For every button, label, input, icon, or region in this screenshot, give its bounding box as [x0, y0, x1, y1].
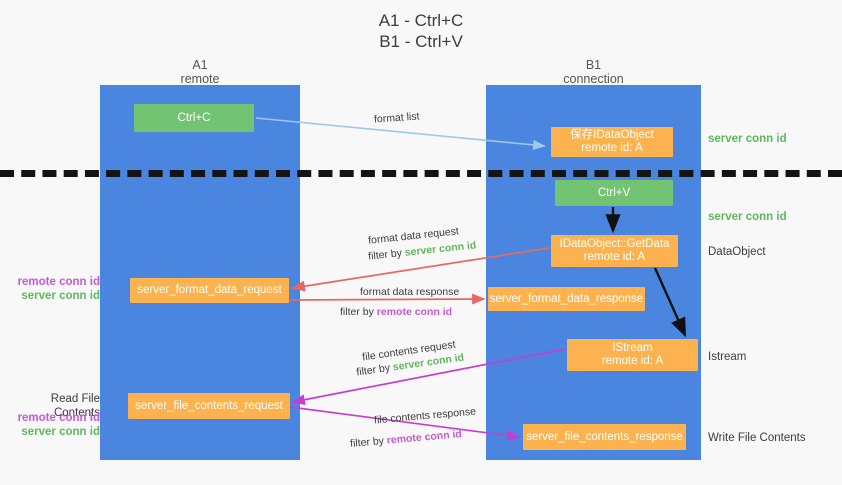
label-istream: Istream — [708, 351, 747, 363]
box-server-file-contents-request[interactable]: server_file_contents_request — [128, 393, 290, 419]
filter-prefix: filter by — [349, 434, 388, 450]
box-istream[interactable]: IStream remote id: A — [567, 339, 698, 371]
label-write-file-contents: Write File Contents — [708, 432, 806, 444]
filter-prefix: filter by — [355, 361, 394, 379]
caption-format-data-response-filter: filter by remote conn id — [340, 305, 452, 320]
remote-conn-id-token: remote conn id — [17, 412, 100, 424]
filter-prefix: filter by — [340, 306, 377, 318]
remote-conn-id-token: remote conn id — [386, 428, 463, 447]
box-idataobject-getdata[interactable]: IDataObject::GetData remote id: A — [551, 235, 678, 267]
server-conn-id-token: server conn id — [21, 426, 100, 438]
label-conn-ids-file: remote conn id server conn id — [10, 411, 100, 439]
remote-conn-id-token: remote conn id — [17, 276, 100, 288]
filter-prefix: filter by — [367, 246, 406, 263]
caption-format-data-response: format data response — [360, 286, 460, 298]
label-read-file-contents: Read File Contents — [50, 393, 100, 419]
box-ctrl-c[interactable]: Ctrl+C — [134, 104, 254, 132]
server-conn-id-token: server conn id — [21, 290, 100, 302]
box-server-format-data-request[interactable]: server_format_data_request — [130, 278, 289, 303]
box-server-format-data-response[interactable]: server_format_data_response — [488, 287, 645, 311]
caption-file-contents-response-filter: filter by remote conn id — [350, 427, 463, 452]
label-conn-ids-format: remote conn id server conn id — [10, 275, 100, 303]
column-header-a1: A1 remote — [180, 58, 220, 86]
box-ctrl-v[interactable]: Ctrl+V — [555, 180, 673, 206]
label-server-conn-id-top: server conn id — [708, 133, 787, 145]
ctrl-c-ctrl-v-divider — [0, 170, 842, 177]
box-server-file-contents-response[interactable]: server_file_contents_response — [523, 424, 686, 450]
box-idataobject[interactable]: 保存IDataObject remote id: A — [551, 127, 673, 157]
caption-file-contents-response: file contents response — [373, 405, 477, 427]
caption-format-list: format list — [373, 110, 420, 126]
column-header-b1: B1 connection — [563, 58, 624, 86]
label-server-conn-id-mid: server conn id — [708, 211, 787, 223]
page-title: A1 - Ctrl+C B1 - Ctrl+V — [378, 11, 464, 51]
remote-conn-id-token: remote conn id — [376, 306, 453, 318]
label-dataobject: DataObject — [708, 246, 766, 258]
